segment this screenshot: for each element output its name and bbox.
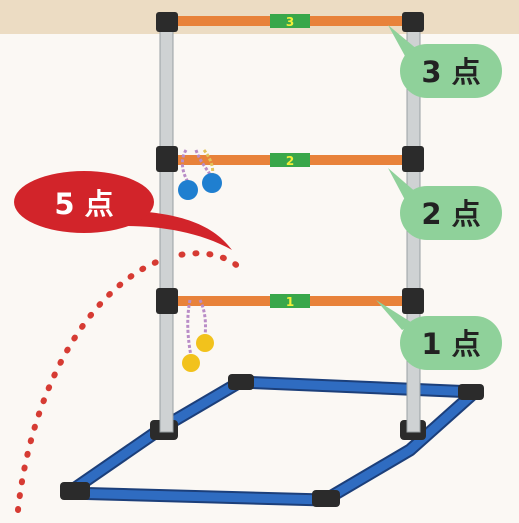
ball-blue bbox=[178, 180, 198, 200]
bola-blue bbox=[178, 149, 222, 200]
rung-joint bbox=[156, 12, 178, 32]
score-label: 2 点 bbox=[421, 197, 480, 231]
rung-3: 3 bbox=[156, 12, 424, 32]
rung-2: 2 bbox=[156, 146, 424, 172]
bola-rope bbox=[186, 299, 193, 357]
rung-number: 1 bbox=[286, 295, 294, 309]
rung-label-band bbox=[270, 14, 310, 28]
ball-yellow bbox=[182, 354, 200, 372]
bola-rope bbox=[180, 149, 190, 183]
score-label: 3 点 bbox=[421, 55, 480, 89]
rung-number: 2 bbox=[286, 154, 294, 168]
score-bubble-2: 2 点 bbox=[388, 168, 502, 240]
rung-joint bbox=[402, 12, 424, 32]
rung-label-band bbox=[270, 294, 310, 308]
base-joint bbox=[458, 384, 484, 400]
rung-label-band bbox=[270, 153, 310, 167]
base-joint bbox=[60, 482, 90, 500]
bola-yellow bbox=[182, 299, 214, 372]
score-bubble-1: 1 点 bbox=[376, 300, 502, 370]
throw-trajectory bbox=[15, 250, 243, 513]
base-joint bbox=[228, 374, 254, 390]
rung-joint bbox=[156, 146, 178, 172]
score-label: 1 点 bbox=[421, 327, 480, 361]
bola-rope bbox=[194, 149, 214, 179]
rung-joint bbox=[402, 288, 424, 314]
ball-blue bbox=[202, 173, 222, 193]
rung-joint bbox=[402, 146, 424, 172]
rung-joint bbox=[156, 288, 178, 314]
bonus-label: 5 点 bbox=[54, 187, 113, 221]
base-joint bbox=[312, 490, 340, 507]
ball-yellow bbox=[196, 334, 214, 352]
score-bubble-3: 3 点 bbox=[388, 25, 502, 98]
bonus-bubble: 5 点 bbox=[14, 171, 232, 250]
rung-1: 1 bbox=[156, 288, 424, 314]
rung-number: 3 bbox=[286, 15, 294, 29]
